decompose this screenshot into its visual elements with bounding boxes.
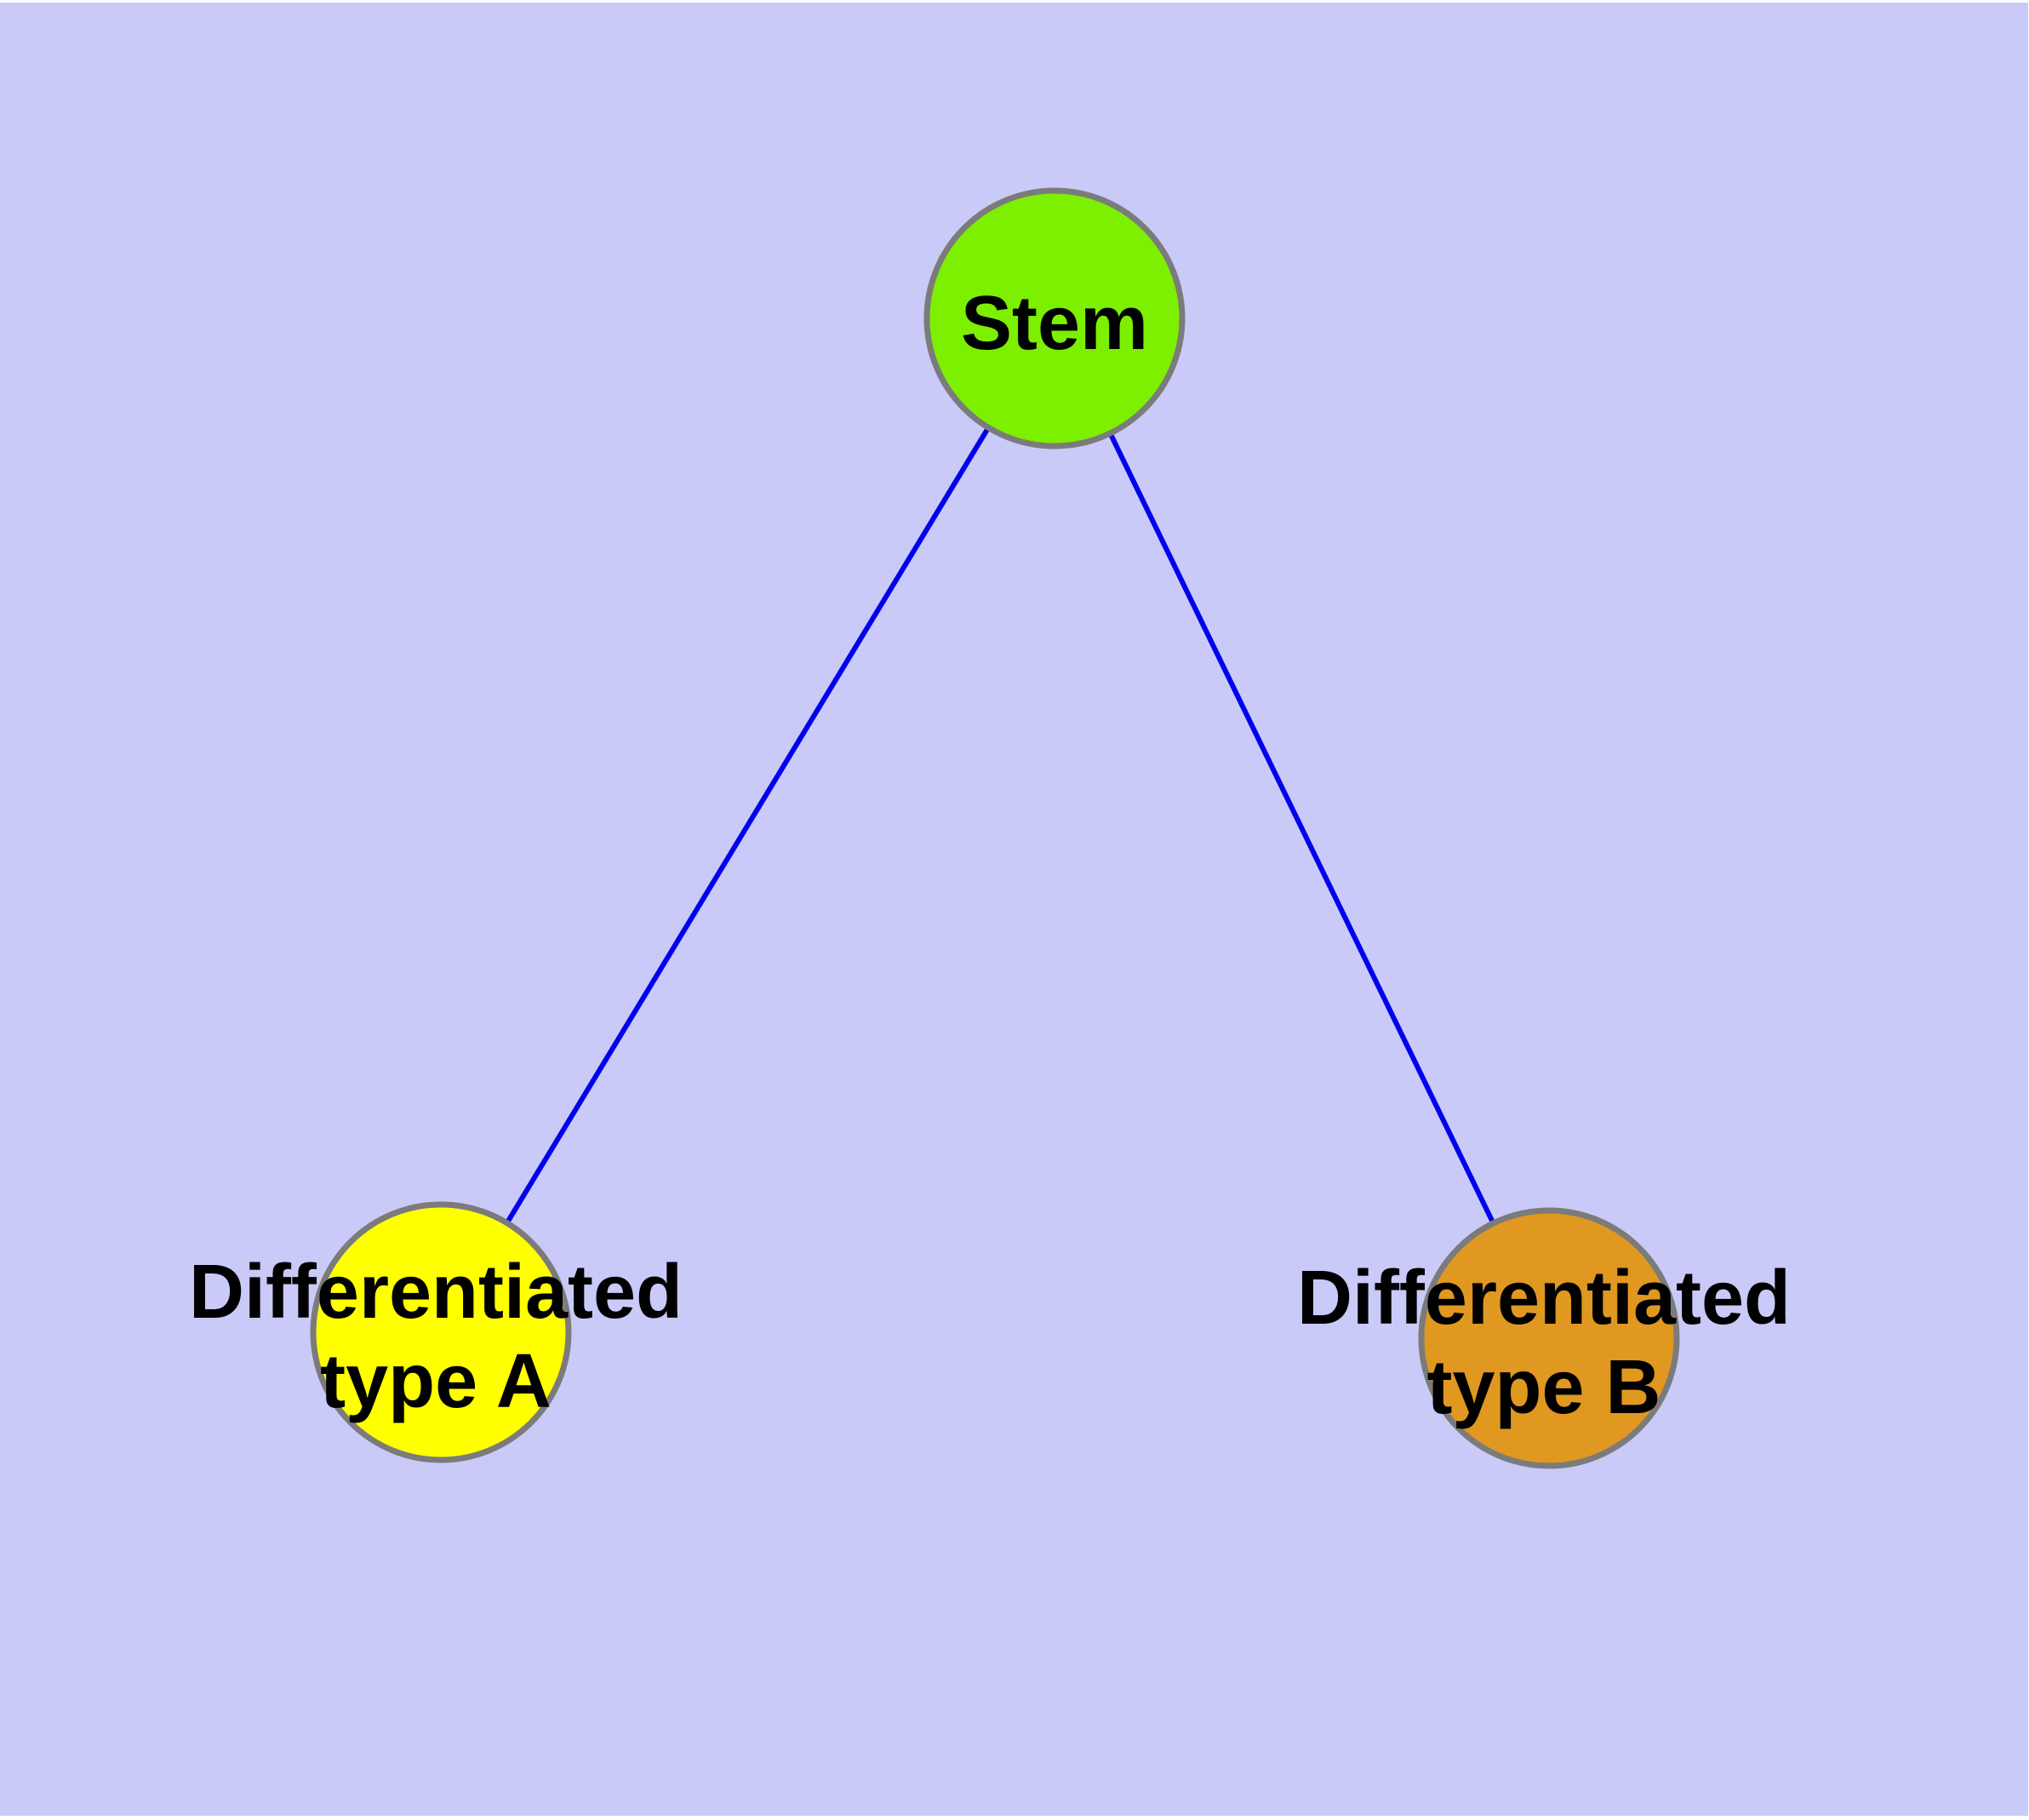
node-differentiated-type-a-label-line2: type A (320, 1339, 552, 1424)
node-stem[interactable]: Stem (923, 187, 1186, 449)
node-differentiated-type-a[interactable]: Differentiated type A (189, 1201, 683, 1463)
node-differentiated-type-b-circle[interactable] (1418, 1207, 1680, 1469)
node-stem-label: Stem (961, 281, 1148, 366)
edge-stem-to-type-a (438, 317, 1057, 1334)
node-differentiated-type-a-circle[interactable] (310, 1201, 572, 1463)
node-differentiated-type-b-label-line1: Differentiated (1297, 1256, 1791, 1341)
node-differentiated-type-b-label-line2: type B (1426, 1345, 1660, 1430)
node-differentiated-type-b[interactable]: Differentiated type B (1297, 1207, 1791, 1469)
node-differentiated-type-a-label-line1: Differentiated (189, 1250, 683, 1335)
edge-stem-to-type-b (1052, 317, 1552, 1340)
node-stem-circle[interactable] (923, 187, 1186, 449)
